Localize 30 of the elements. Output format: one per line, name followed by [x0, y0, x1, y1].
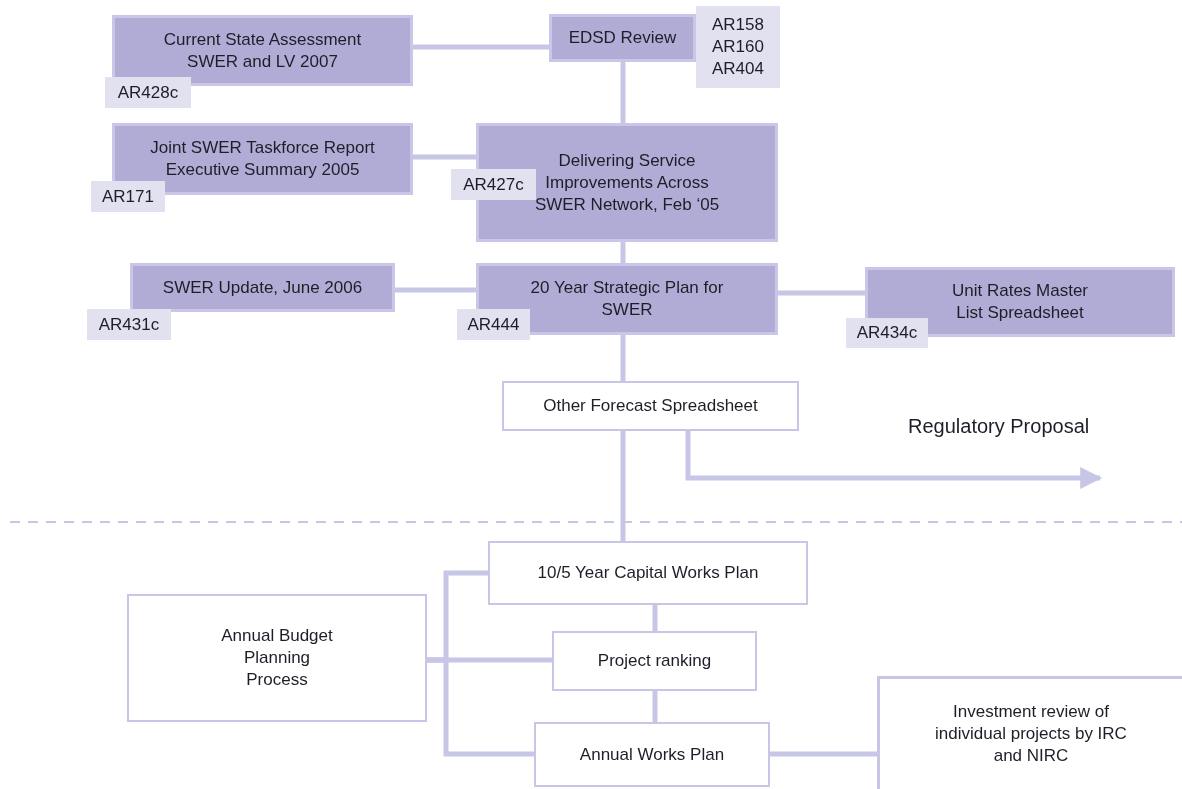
connector-line — [620, 62, 626, 123]
connector-line — [652, 605, 658, 631]
process-box: Other Forecast Spreadsheet — [502, 381, 799, 431]
connector-line — [770, 751, 877, 757]
document-box: EDSD Review — [549, 14, 696, 62]
connector-line — [778, 290, 865, 296]
connector-line — [413, 44, 549, 50]
connector-line — [413, 154, 476, 160]
reference-tag: AR431c — [87, 309, 171, 340]
document-box: Current State Assessment SWER and LV 2007 — [112, 15, 413, 86]
connector-line — [620, 431, 626, 541]
connector-line — [652, 691, 658, 722]
document-box: SWER Update, June 2006 — [130, 263, 395, 312]
reference-tag: AR171 — [91, 181, 165, 212]
process-box: 10/5 Year Capital Works Plan — [488, 541, 808, 605]
reference-tag: AR427c — [451, 169, 536, 200]
reference-tag: AR434c — [846, 318, 928, 348]
review-box: Investment review of individual projects by IRC and NIRC — [877, 676, 1182, 789]
process-box: Annual Budget Planning Process — [127, 594, 427, 722]
reference-tag: AR158 AR160 AR404 — [696, 6, 780, 88]
output-label: Regulatory Proposal — [908, 415, 1090, 438]
connector-line — [620, 335, 626, 381]
connector-line — [395, 287, 476, 293]
connector-line — [427, 657, 534, 757]
reference-tag: AR444 — [457, 309, 530, 340]
process-box: Project ranking — [552, 631, 757, 691]
connector-line — [620, 242, 626, 263]
reference-tag: AR428c — [105, 77, 191, 108]
arrow — [685, 431, 1103, 489]
process-box: Annual Works Plan — [534, 722, 770, 787]
